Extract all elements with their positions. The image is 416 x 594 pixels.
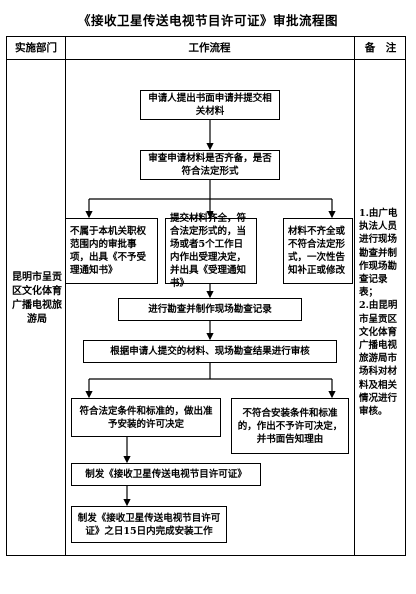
header-divider [7, 59, 405, 60]
department-name: 昆明市呈贡区文化体育广播电视旅游局 [12, 272, 62, 325]
step-incomplete: 材料不齐全或不符合法定形式，一次性告知补正或修改 [283, 218, 353, 284]
remark-note: 1.由广电执法人员进行现场勘查并制作现场勘查记录表； 2.由昆明市呈贡区文化体育… [359, 208, 398, 418]
step-accept: 提交材料齐全，符合法定形式的，当场或者5个工作日内作出受理决定，并出具《受理通知… [165, 213, 257, 289]
step-inspect: 进行勘查并制作现场勘查记录 [118, 298, 302, 321]
step-not-scope: 不属于本机关职权范围内的审批事项，出具《不予受理通知书》 [65, 218, 158, 284]
step-issue: 制发《接收卫星传送电视节目许可证》 [71, 463, 261, 486]
header-remark: 备 注 [364, 42, 397, 54]
step-audit: 根据申请人提交的材料、现场勘查结果进行审核 [83, 340, 337, 363]
step-apply: 申请人提出书面申请并提交相关材料 [140, 90, 280, 120]
flow-arrows [85, 120, 336, 507]
step-review: 审查申请材料是否齐备，是否符合法定形式 [140, 150, 280, 180]
step-finish: 制发《接收卫星传送电视节目许可证》之日15日内完成安装工作 [71, 506, 227, 543]
step-reject: 不符合安装条件和标准的，作出不予许可决定，并书面告知理由 [231, 398, 349, 454]
process-table: 实施部门 工作流程 备 注 昆明市呈贡区文化体育广播电视旅游局 1.由广电执法人… [6, 36, 406, 556]
header-dept: 实施部门 [15, 42, 57, 54]
header-flow: 工作流程 [188, 42, 231, 54]
page-title: 《接收卫星传送电视节目许可证》审批流程图 [77, 13, 338, 28]
step-approve: 符合法定条件和标准的，做出准予安装的许可决定 [71, 398, 221, 437]
column-divider-2 [354, 37, 355, 555]
column-divider-1 [65, 37, 66, 555]
